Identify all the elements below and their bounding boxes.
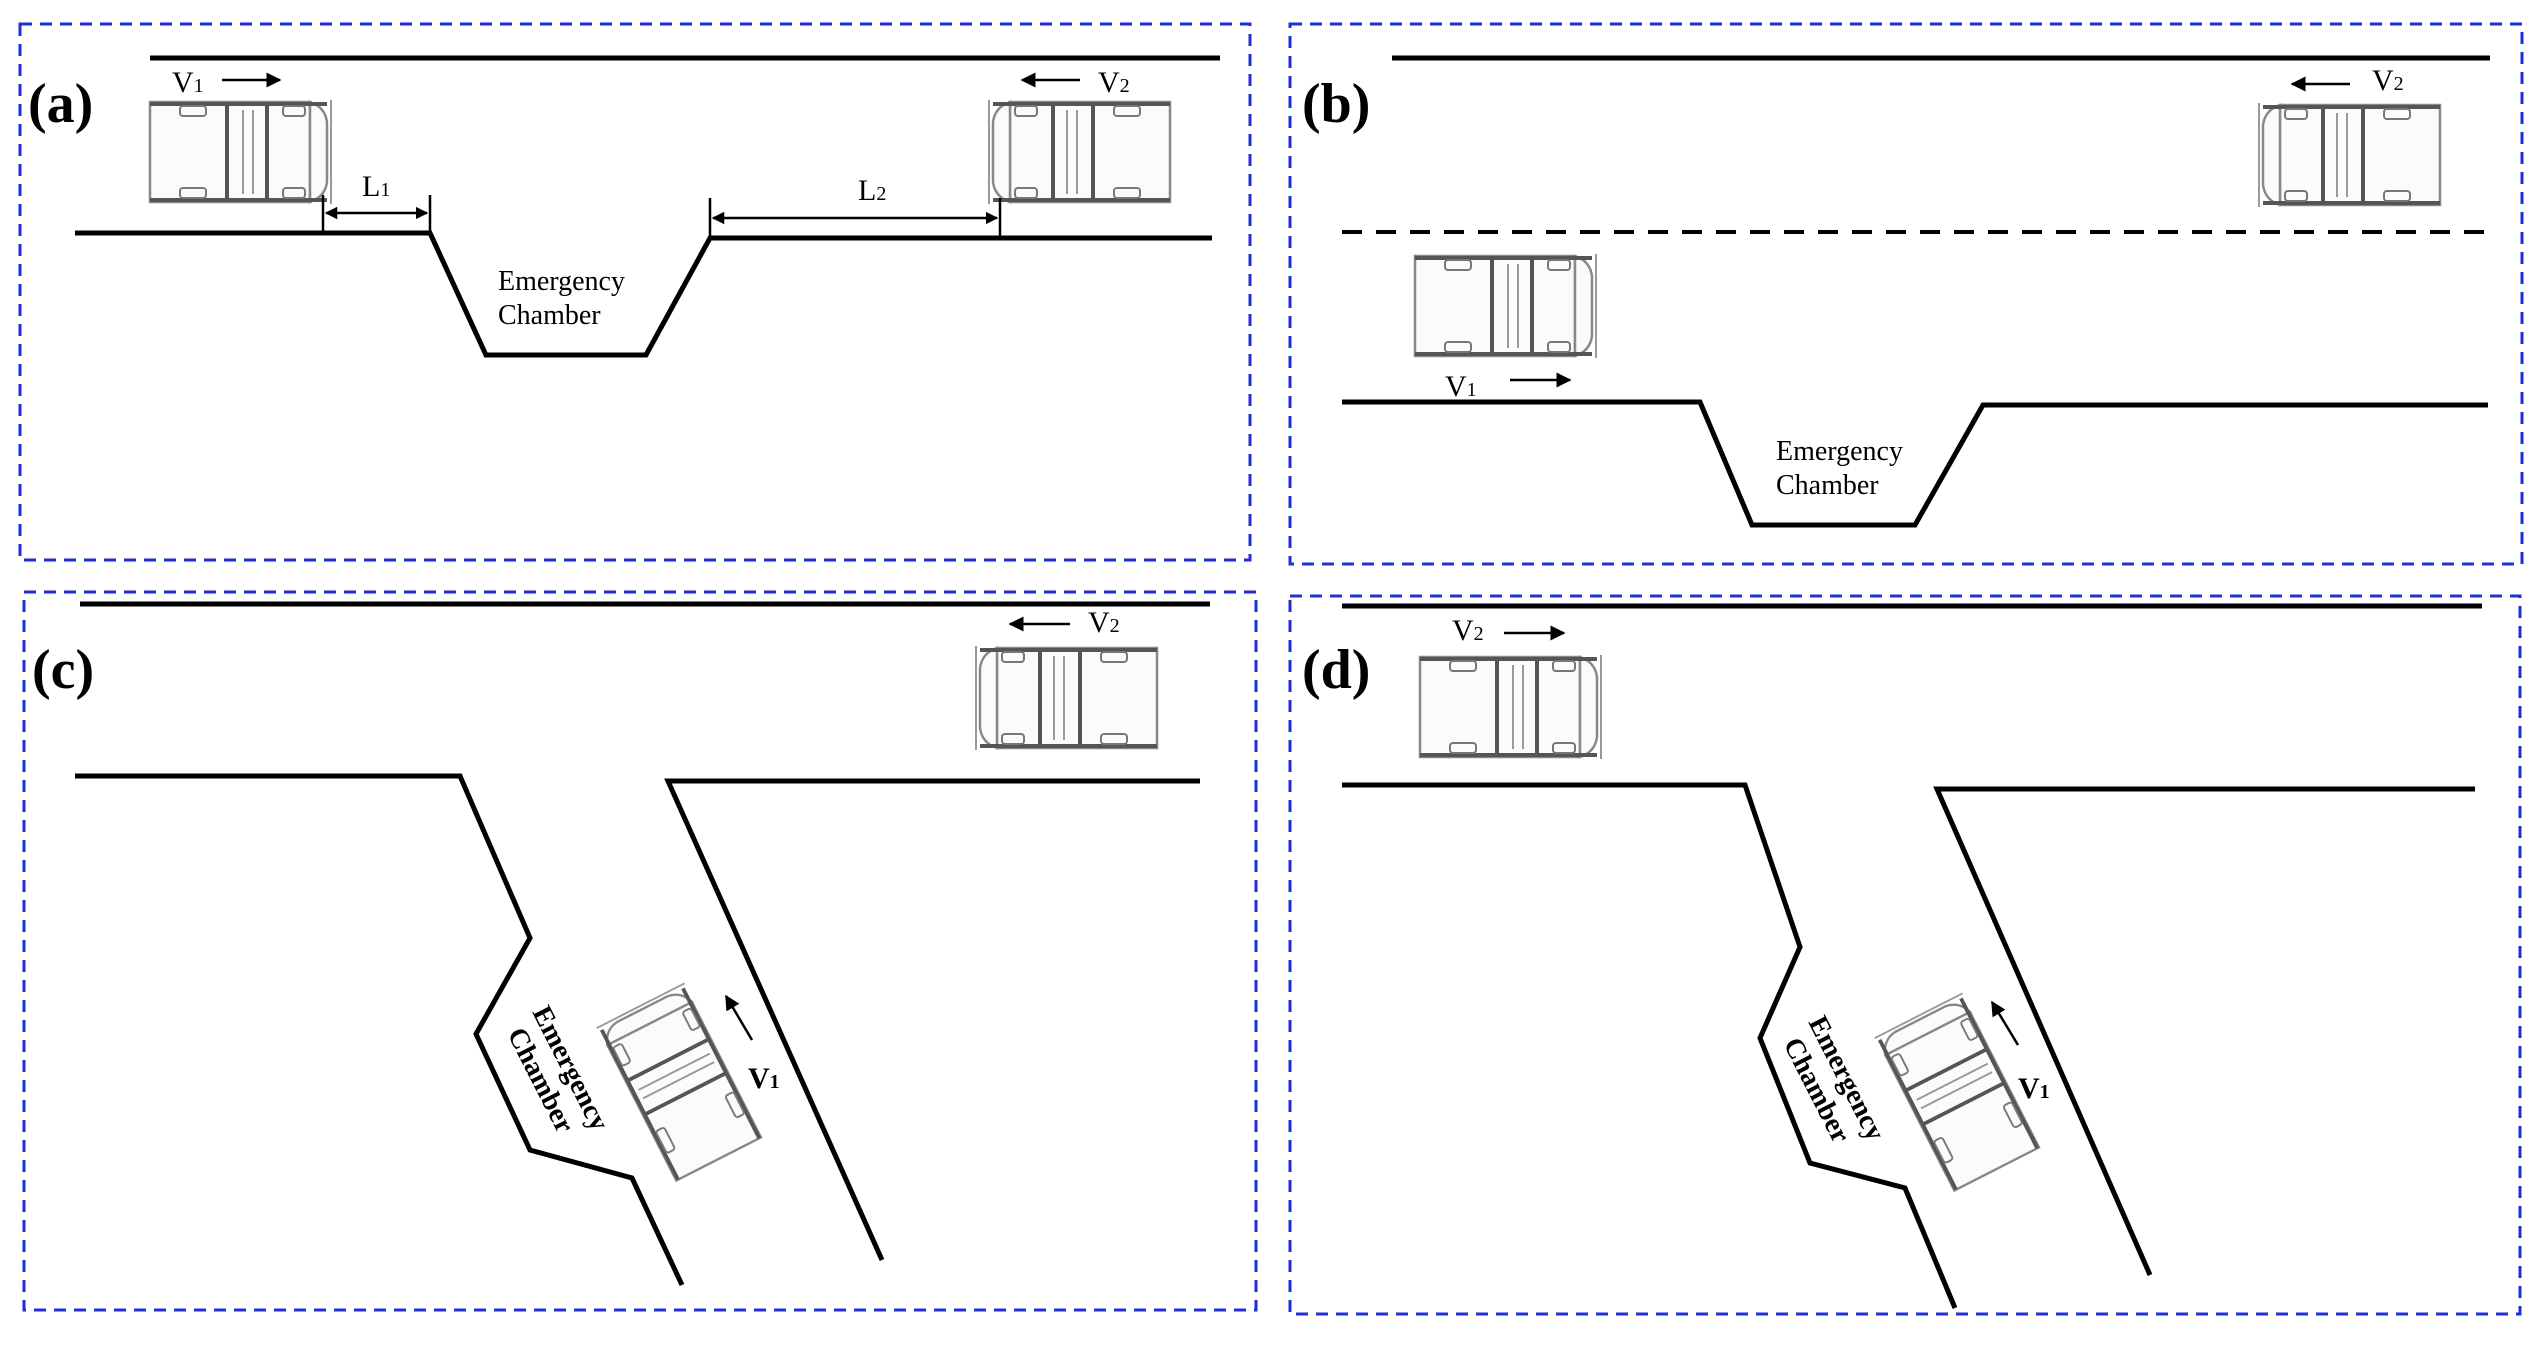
panel-d-v2-label: V2 (1452, 614, 1484, 647)
panel-a-v2-label: V2 (1098, 66, 1130, 99)
panel-d-road-right (1933, 786, 2475, 1277)
panel-b-frame (1288, 22, 2524, 566)
panel-c-label: (c) (32, 639, 94, 701)
panel-d-v1-label: V1 (2018, 1072, 2050, 1105)
panel-d-car-v1 (1872, 991, 2043, 1194)
panel-a-road-bottom-with-chamber (75, 230, 1212, 358)
panel-b-v2-label: V2 (2372, 64, 2404, 97)
panel-c: (c) V2 V1 Emergency Chamber (22, 590, 1258, 1312)
panel-c-car-v2 (974, 644, 1159, 752)
panel-d-chamber-label: Emergency Chamber (1777, 1011, 1891, 1148)
panel-a-v1-label: V1 (172, 66, 204, 99)
panel-c-chamber-label: Emergency Chamber (501, 1001, 615, 1138)
panel-b-car-v2 (2257, 101, 2442, 209)
panel-c-v1-arrow (724, 994, 754, 1041)
panel-d-road-left-with-chamber (1342, 782, 1958, 1309)
panel-a-frame (18, 22, 1252, 562)
panel-a-chamber-line2: Chamber (498, 300, 601, 331)
panel-d: (d) V2 V1 Emergency Chamber (1288, 594, 2522, 1316)
panel-b-road-bottom-with-chamber (1342, 399, 2488, 528)
panel-c-road-right (664, 778, 1200, 1262)
panel-a-car-v1 (148, 98, 333, 206)
panel-c-v2-label: V2 (1088, 606, 1120, 639)
panel-d-v1-arrow (1990, 1000, 2020, 1046)
panel-d-car-v2 (1418, 653, 1603, 761)
panel-c-road-left-with-chamber (75, 773, 685, 1287)
panel-a-car-v2 (987, 98, 1172, 206)
panel-c-v1-label: V1 (748, 1062, 780, 1095)
panel-b-chamber-line1: Emergency (1776, 436, 1903, 467)
panel-d-frame (1288, 594, 2522, 1316)
panel-a-l2-label: L2 (858, 174, 886, 207)
panel-d-label: (d) (1302, 639, 1370, 701)
panel-a: (a) V1 V2 L1 L2 Emergency Chamber (18, 22, 1252, 562)
panel-c-frame (22, 590, 1258, 1312)
panel-a-chamber-line1: Emergency (498, 266, 625, 297)
panel-b-car-v1 (1413, 252, 1598, 360)
panel-c-car-v1 (594, 981, 765, 1184)
panel-a-label: (a) (28, 73, 93, 135)
panel-b: (b) V2 V1 Emergency Chamber (1288, 22, 2524, 566)
panel-a-l1-label: L1 (362, 170, 390, 203)
panel-b-label: (b) (1302, 73, 1370, 135)
panel-b-v1-label: V1 (1445, 370, 1477, 403)
panel-b-chamber-line2: Chamber (1776, 470, 1879, 501)
